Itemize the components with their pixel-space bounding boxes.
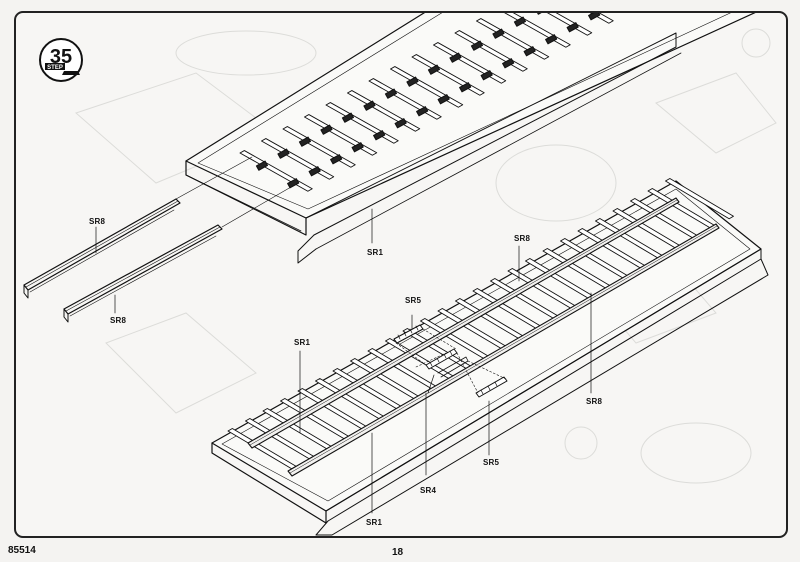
callout-sr1-left: SR1 — [294, 338, 311, 347]
sleeper-marking — [277, 148, 290, 159]
leader-lines — [95, 208, 592, 514]
sleeper-marking — [416, 106, 429, 117]
callout-sr5-bottom: SR5 — [483, 458, 500, 467]
callout-sr8-track-right: SR8 — [586, 397, 603, 406]
joint-bar-sr5-lower — [475, 376, 508, 398]
assembly-guides — [395, 328, 507, 394]
loose-rail-sr8-bottom — [63, 224, 223, 323]
callout-sr1-top: SR1 — [367, 248, 384, 257]
loose-rail-sr8-top — [23, 198, 181, 299]
mounted-rail-right — [287, 223, 720, 477]
sleeper-marking — [255, 160, 269, 171]
callout-sr8-left-bottom: SR8 — [110, 316, 127, 325]
sleeper-marking — [502, 58, 515, 69]
step-number: 35 — [50, 46, 72, 68]
sleeper-marking — [394, 118, 407, 129]
callout-sr5-top: SR5 — [405, 296, 422, 305]
mounted-rail-left — [247, 197, 680, 449]
sleeper-marking — [588, 13, 601, 21]
sleeper-marking — [513, 16, 527, 27]
instruction-sheet: SR1 SR8 SR8 SR8 SR8 SR5 SR5 SR1 SR1 SR4 … — [14, 11, 788, 538]
product-code: 85514 — [8, 545, 36, 556]
callout-sr4: SR4 — [420, 486, 437, 495]
sleeper — [546, 13, 593, 36]
callout-labels: SR1 SR8 SR8 SR8 SR8 SR5 SR5 SR1 SR1 SR4 — [89, 217, 603, 527]
sleeper-marking — [330, 154, 343, 165]
sleeper-marking — [566, 22, 579, 33]
rail-guide-lines — [175, 156, 292, 228]
lower-track-base — [211, 180, 769, 536]
sleeper-marking — [406, 76, 419, 87]
assembly-drawing: SR1 SR8 SR8 SR8 SR8 SR5 SR5 SR1 SR1 SR4 — [23, 13, 769, 536]
sleeper — [665, 178, 734, 220]
sleeper-marking — [437, 94, 450, 105]
sleeper-marking — [492, 28, 505, 39]
sleeper-marking — [384, 88, 398, 99]
sleeper-marking — [523, 46, 536, 57]
callout-sr8-left-top: SR8 — [89, 217, 106, 226]
sleeper-marking — [470, 40, 484, 51]
sleeper-marking — [363, 100, 376, 111]
lower-sleepers — [227, 178, 734, 470]
sleeper-marking — [298, 136, 312, 147]
step-word: STEP — [47, 65, 63, 71]
sleeper-marking — [545, 34, 558, 45]
sleeper-marking — [449, 52, 462, 63]
sleeper-marking — [341, 112, 355, 123]
sleeper-marking — [373, 130, 386, 141]
sleeper-marking — [320, 124, 333, 135]
sleeper-marking — [287, 178, 300, 189]
sleeper-marking — [308, 166, 321, 177]
sleeper-marking — [427, 64, 441, 75]
joint-bar-sr4 — [425, 348, 469, 378]
sleeper-marking — [351, 142, 364, 153]
page-number: 18 — [392, 547, 404, 558]
sleeper-marking — [480, 70, 493, 81]
callout-sr8-track-top: SR8 — [514, 234, 531, 243]
tank-step-badge-icon: 35 STEP — [39, 38, 83, 82]
sleeper-marking — [459, 82, 472, 93]
upper-sleeper-tray — [185, 13, 756, 264]
callout-sr1-bottom: SR1 — [366, 518, 383, 527]
upper-sleepers — [239, 13, 614, 192]
